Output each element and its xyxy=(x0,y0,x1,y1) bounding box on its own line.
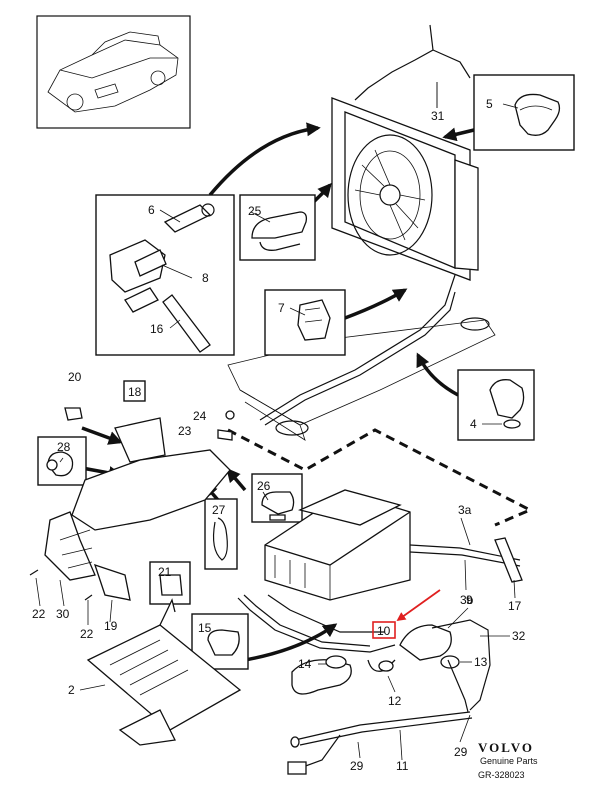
label-29-right: 29 xyxy=(454,745,468,759)
label-10: 10 xyxy=(377,624,391,638)
label-4: 4 xyxy=(470,417,477,431)
detail-box-28 xyxy=(37,436,87,486)
detail-box-18 xyxy=(123,380,146,402)
engine-bay-floor xyxy=(227,274,496,441)
label-3a: 3a xyxy=(458,503,472,517)
canister-area-outline xyxy=(227,428,534,527)
label-30: 30 xyxy=(56,607,70,621)
detail-box-15 xyxy=(191,613,249,670)
label-16: 16 xyxy=(150,322,164,336)
label-5: 5 xyxy=(486,97,493,111)
branding-block: VOLVO Genuine Parts GR-328023 xyxy=(478,740,538,780)
detail-box-25 xyxy=(239,194,316,261)
label-17: 17 xyxy=(508,599,522,613)
label-31: 31 xyxy=(431,109,445,123)
brand-subtitle: Genuine Parts xyxy=(480,756,538,766)
highlight-arrow xyxy=(372,589,441,639)
label-22-mid: 22 xyxy=(80,627,94,641)
label-3b: 3b xyxy=(460,593,474,607)
leader-lines xyxy=(35,82,519,761)
radiator-fan-assembly xyxy=(331,97,479,281)
label-9: 9 xyxy=(466,593,473,607)
label-29-left: 29 xyxy=(350,759,364,773)
vent-hoses xyxy=(237,537,523,775)
detail-box-26 xyxy=(251,473,303,523)
label-14: 14 xyxy=(298,657,312,671)
label-7: 7 xyxy=(278,301,285,315)
label-20: 20 xyxy=(68,370,82,384)
detail-box-27 xyxy=(204,498,238,570)
label-24: 24 xyxy=(193,409,207,423)
detail-box-6-8-16 xyxy=(95,194,235,356)
detail-box-4 xyxy=(457,369,535,441)
vehicle-thumbnail xyxy=(36,15,191,129)
label-13: 13 xyxy=(474,655,488,669)
detail-box-7 xyxy=(264,289,346,356)
detail-box-5 xyxy=(473,74,575,151)
label-32: 32 xyxy=(512,629,526,643)
label-23: 23 xyxy=(178,424,192,438)
wiring-harness-31 xyxy=(354,24,471,108)
charcoal-canister xyxy=(264,489,411,601)
label-2: 2 xyxy=(68,683,75,697)
label-27: 27 xyxy=(212,503,226,517)
label-22-left: 22 xyxy=(32,607,46,621)
part-labels: 31 5 6 25 8 7 16 20 18 24 23 4 28 26 3a … xyxy=(32,97,526,773)
lower-tray-bracket-2 xyxy=(86,598,242,746)
label-21: 21 xyxy=(158,565,172,579)
label-6: 6 xyxy=(148,203,155,217)
label-15: 15 xyxy=(198,621,212,635)
label-12: 12 xyxy=(388,694,402,708)
label-26: 26 xyxy=(257,479,271,493)
label-11: 11 xyxy=(396,759,409,773)
label-8: 8 xyxy=(202,271,209,285)
label-25: 25 xyxy=(248,204,262,218)
mounting-bracket-assembly xyxy=(29,407,235,601)
diagram-code: GR-328023 xyxy=(478,770,525,780)
label-28: 28 xyxy=(57,440,71,454)
label-18: 18 xyxy=(128,385,142,399)
label-19: 19 xyxy=(104,619,118,633)
brand-logo: VOLVO xyxy=(478,740,534,755)
